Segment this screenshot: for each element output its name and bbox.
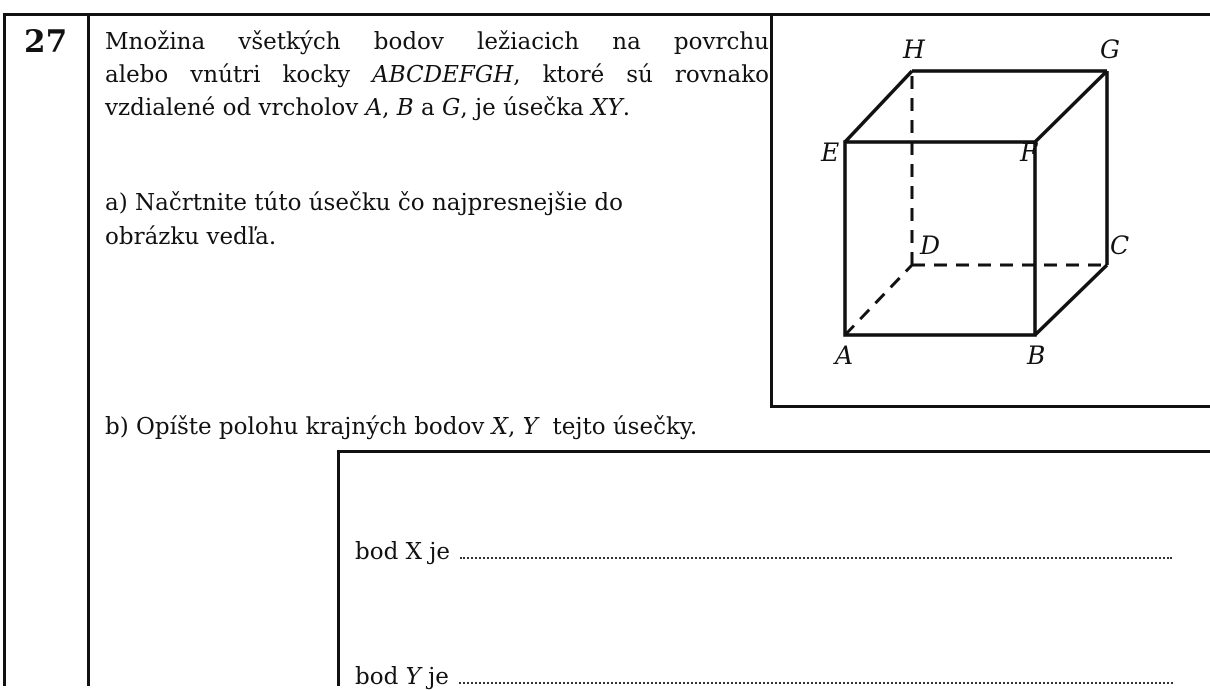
vertex-label-d: D <box>920 231 941 260</box>
table-top-border <box>3 13 1210 16</box>
front-face <box>843 140 1037 337</box>
vertex-label-b: B <box>1027 341 1046 370</box>
intro-line-3-mid: , je úsečka <box>460 95 592 121</box>
intro-line-3-end: . <box>622 95 631 121</box>
answer-x-row[interactable]: bod X je <box>355 539 1173 565</box>
segment-xy-ref: XY <box>591 95 623 121</box>
cube-figure-box[interactable] <box>770 13 1210 408</box>
edge-ad <box>843 263 914 337</box>
answer-y-var: Y <box>405 664 421 690</box>
intro-line-3-pre: vzdialené od vrcholov <box>105 95 366 121</box>
edge-fg <box>1033 69 1109 144</box>
table-column-divider <box>87 13 90 686</box>
part-b-post: tejto úsečky. <box>537 414 698 440</box>
answer-y-line[interactable] <box>458 681 1173 684</box>
intro-line-1-text: Množina všetkých bodov ležiacich na povr… <box>105 29 769 55</box>
vertex-g-ref: G <box>442 95 461 121</box>
table-left-border <box>3 13 6 686</box>
answer-y-label-post: je <box>420 664 449 690</box>
point-x-ref: X <box>491 414 509 440</box>
intro-line-1: Množina všetkých bodov ležiacich na povr… <box>105 26 769 59</box>
edge-eh <box>843 69 914 144</box>
part-b-sep: , <box>508 414 523 440</box>
point-y-ref: Y <box>522 414 538 440</box>
answer-x-label: bod X je <box>355 539 451 565</box>
edge-cb <box>1033 263 1109 337</box>
intro-line-3: vzdialené od vrcholov A, B a G, je úsečk… <box>105 92 630 125</box>
vertex-label-a: A <box>835 341 854 370</box>
intro-line-2-post: , ktoré sú rovnako <box>513 62 769 88</box>
part-b-prompt: b) Opíšte polohu krajných bodov X, Y tej… <box>105 411 697 444</box>
answer-box <box>337 450 1210 686</box>
answer-y-label-pre: bod <box>355 664 406 690</box>
answer-x-line[interactable] <box>460 556 1173 559</box>
intro-line-3-sep2: a <box>413 95 443 121</box>
cube-name: ABCDEFGH <box>372 62 514 88</box>
answer-y-row[interactable]: bod Y je <box>355 664 1173 690</box>
part-b-pre: b) Opíšte polohu krajných bodov <box>105 414 492 440</box>
vertex-label-h: H <box>903 35 925 64</box>
vertex-a-ref: A <box>365 95 383 121</box>
vertex-label-g: G <box>1100 35 1120 64</box>
question-number: 27 <box>24 24 68 60</box>
intro-line-2: alebo vnútri kocky ABCDEFGH, ktoré sú ro… <box>105 59 769 92</box>
part-a-line-2: obrázku vedľa. <box>105 224 277 250</box>
intro-line-3-sep1: , <box>382 95 397 121</box>
vertex-label-f: F <box>1020 138 1038 167</box>
part-a-line-1: a) Načrtnite túto úsečku čo najpresnejši… <box>105 190 623 216</box>
intro-line-2-pre: alebo vnútri kocky <box>105 62 373 88</box>
vertex-b-ref: B <box>396 95 414 121</box>
vertex-label-c: C <box>1110 231 1130 260</box>
vertex-label-e: E <box>821 138 840 167</box>
